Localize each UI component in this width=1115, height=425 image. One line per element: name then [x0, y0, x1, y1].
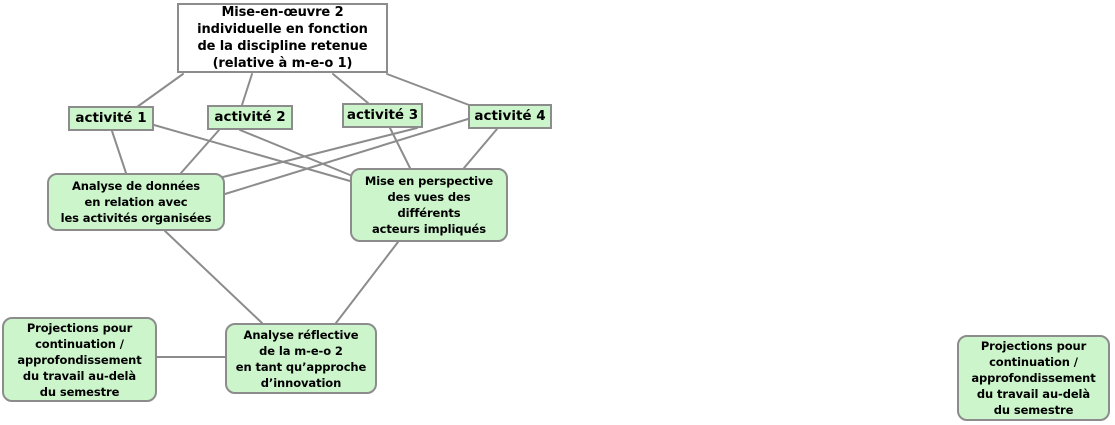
- edge-activite-1-analyse-donnees: [111, 130, 127, 174]
- node-projections-left[interactable]: Projections pour continuation / approfon…: [2, 317, 157, 402]
- edge-root-activite-3: [332, 73, 369, 104]
- node-projections-right[interactable]: Projections pour continuation / approfon…: [957, 335, 1110, 421]
- edge-analyse-donnees-analyse-reflective: [164, 230, 263, 324]
- node-analyse-reflective[interactable]: Analyse réflective de la m-e-o 2 en tant…: [225, 323, 377, 394]
- node-activite-4[interactable]: activité 4: [468, 104, 552, 129]
- edge-activite-3-mise-en-perspective: [389, 127, 411, 169]
- node-activite-3[interactable]: activité 3: [342, 103, 423, 128]
- node-activite-2[interactable]: activité 2: [207, 105, 293, 130]
- node-activite-1[interactable]: activité 1: [68, 106, 154, 131]
- node-root[interactable]: Mise-en-œuvre 2 individuelle en fonction…: [177, 3, 388, 73]
- edge-activite-2-mise-en-perspective: [239, 129, 351, 176]
- node-mise-en-perspective[interactable]: Mise en perspective des vues des différe…: [350, 168, 508, 242]
- edge-root-activite-4: [386, 73, 470, 106]
- edge-root-activite-2: [241, 73, 253, 106]
- edge-activite-4-mise-en-perspective: [463, 128, 498, 169]
- edge-root-activite-1: [136, 73, 184, 108]
- edge-activite-2-analyse-donnees: [180, 129, 220, 174]
- edge-mise-en-perspective-analyse-reflective: [335, 241, 399, 324]
- node-analyse-donnees[interactable]: Analyse de données en relation avec les …: [47, 173, 225, 231]
